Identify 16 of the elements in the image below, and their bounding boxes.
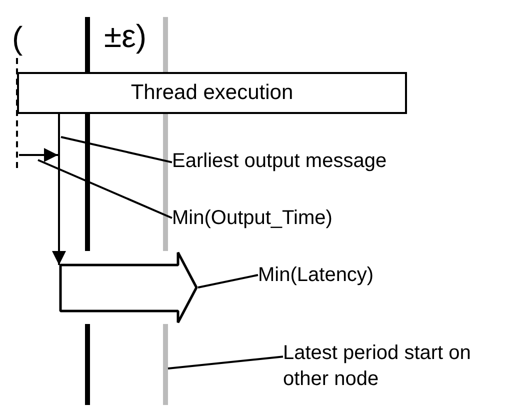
bracket-label: (: [12, 20, 23, 56]
callout-text: Min(Output_Time): [172, 205, 372, 231]
callout-text: Latest period start on other node: [283, 340, 483, 392]
bracket-label: ±ε): [104, 18, 146, 54]
process-box: [17, 72, 407, 114]
callout-text: Earliest output message: [172, 148, 412, 174]
box-label: Thread execution: [130, 81, 294, 105]
leader-line: [60, 136, 172, 164]
arrow: [52, 114, 66, 265]
callout-text: Min(Latency): [258, 262, 438, 288]
dashed-line: [16, 58, 19, 168]
block-arrow: [59, 251, 198, 324]
leader-line: [38, 159, 172, 219]
leader-line: [198, 274, 258, 288]
leader-line: [168, 356, 284, 370]
arrow: [19, 148, 58, 162]
